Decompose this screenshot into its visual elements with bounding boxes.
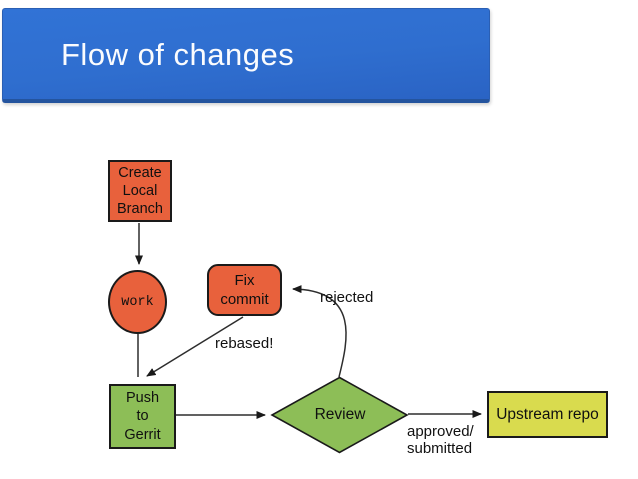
edge-label-rejected: rejected	[320, 289, 374, 306]
node-upstream-repo: Upstream repo	[487, 391, 608, 438]
edge-label-approved-submitted: approved/ submitted	[407, 423, 474, 457]
review-diamond-shape	[270, 376, 409, 454]
edge-label-rebased: rebased!	[215, 335, 274, 352]
slide-title: Flow of changes	[61, 37, 295, 72]
slide-title-bar: Flow of changes	[2, 8, 490, 103]
arrow-fix-to-push-rebased	[146, 316, 244, 377]
node-work: work	[108, 270, 167, 334]
node-create-local-branch: Create Local Branch	[108, 160, 172, 222]
node-review-label: Review	[314, 406, 366, 423]
node-fix-commit: Fix commit	[207, 264, 282, 316]
arrow-review-to-fix-rejected	[292, 285, 347, 378]
node-push-to-gerrit: Push to Gerrit	[109, 384, 176, 449]
